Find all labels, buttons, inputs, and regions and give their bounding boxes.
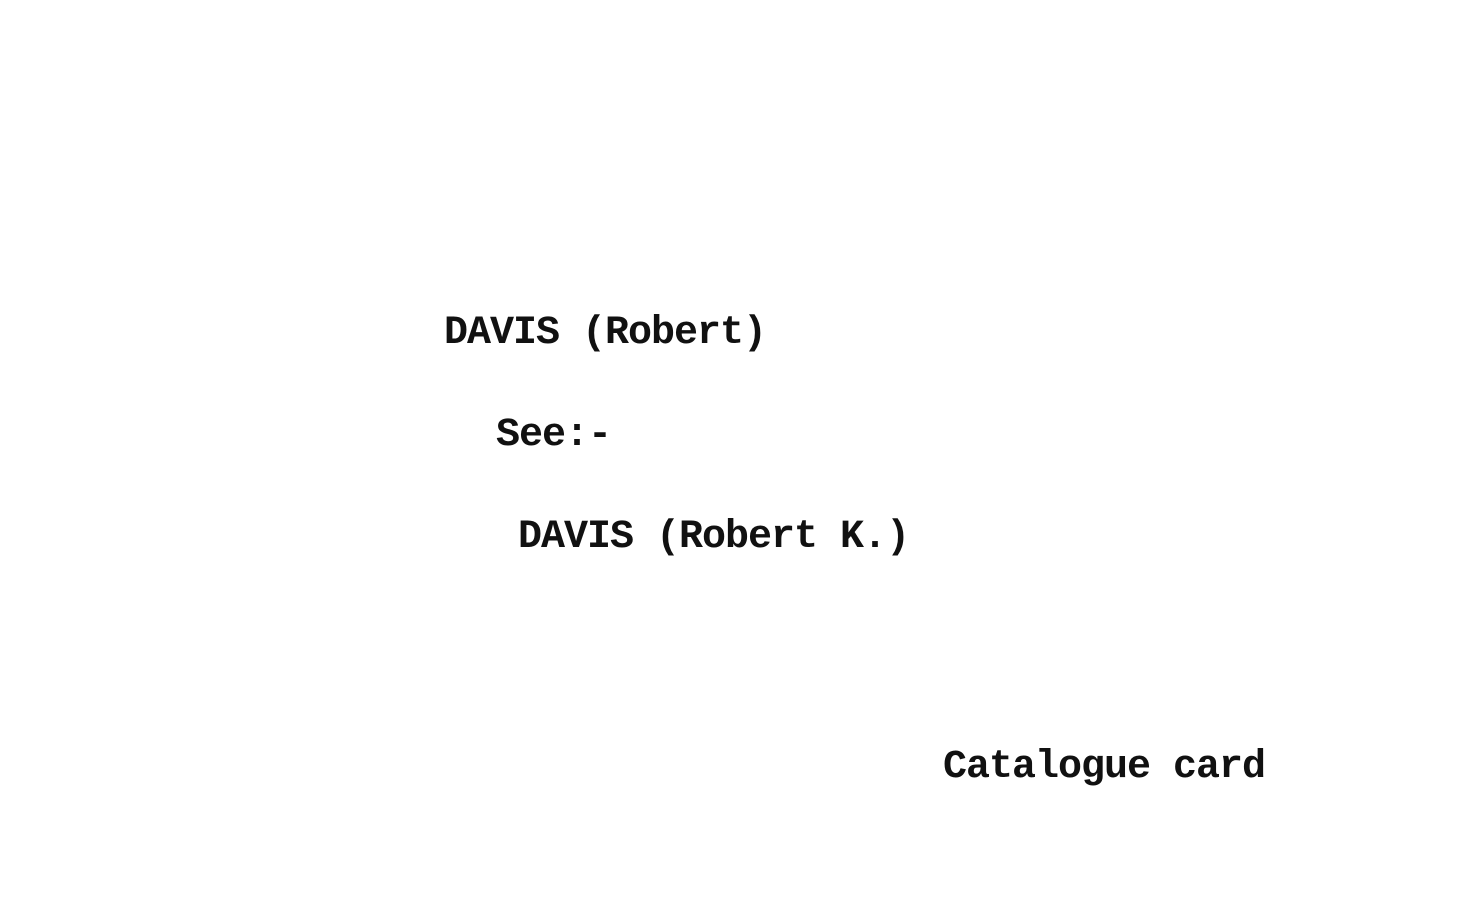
card-heading: DAVIS (Robert) — [444, 311, 767, 356]
see-label: See:- — [496, 413, 612, 458]
card-caption: Catalogue card — [943, 745, 1266, 790]
see-reference: DAVIS (Robert K.) — [518, 515, 910, 560]
